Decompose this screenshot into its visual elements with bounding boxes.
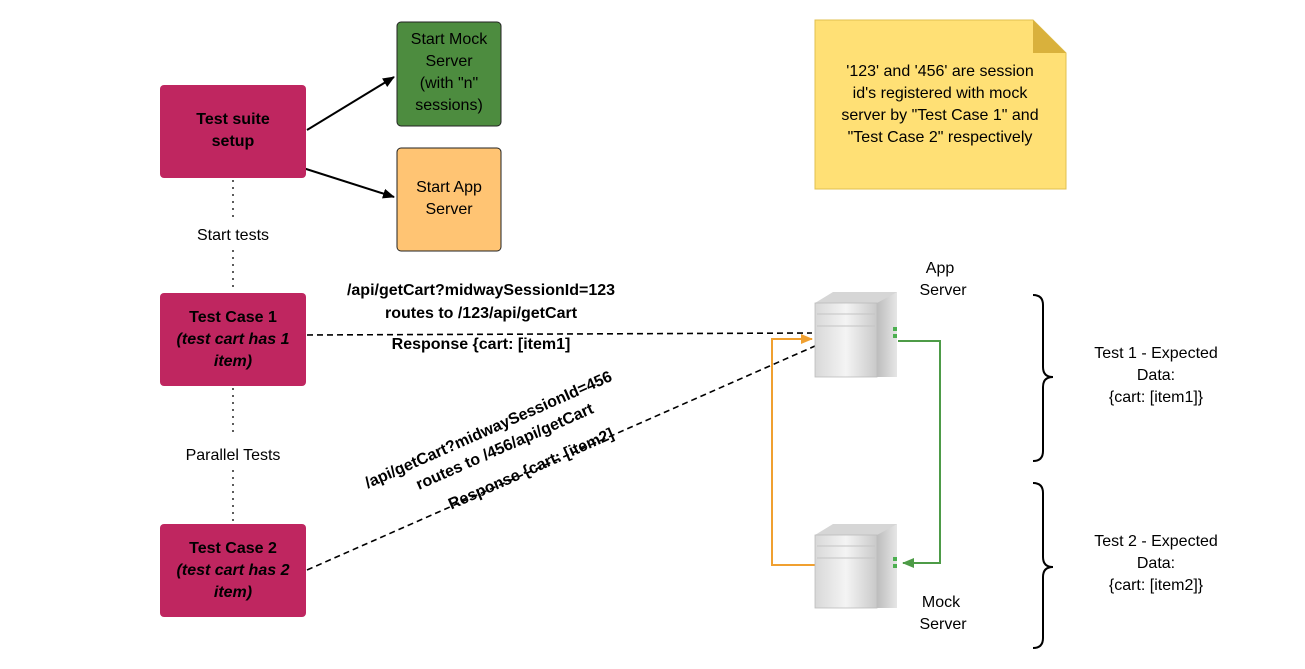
test-case-2-sub1: (test cart has 2 — [177, 562, 290, 579]
expected-test1-line2: Data: — [1137, 367, 1175, 384]
test-case-1-box — [160, 293, 306, 386]
note-line3: server by "Test Case 1" and — [841, 107, 1038, 124]
test-case-1-sub1: (test cart has 1 — [177, 331, 290, 348]
test2-request-line1: /api/getCart?midwaySessionId=456 — [363, 368, 615, 492]
test1-request-line2: routes to /123/api/getCart — [385, 305, 578, 322]
mock-server-label-line2: Server — [919, 616, 967, 633]
brace-test1 — [1032, 294, 1054, 462]
sticky-note — [814, 19, 1067, 190]
arrow-to-app-server — [302, 167, 395, 199]
sticky-note-fold — [1033, 20, 1066, 53]
app-server-label-line1: App — [926, 260, 955, 277]
expected-test2-line1: Test 2 - Expected — [1094, 533, 1218, 550]
test-suite-setup-line2: setup — [212, 133, 255, 150]
test-case-2-box — [160, 524, 306, 617]
start-mock-line2: Server — [425, 53, 473, 70]
start-app-line2: Server — [425, 201, 473, 218]
app-server-label-line2: Server — [919, 282, 967, 299]
mock-to-app-arrow — [771, 334, 818, 566]
test1-request-line1: /api/getCart?midwaySessionId=123 — [347, 282, 615, 299]
app-to-mock-arrow — [898, 340, 941, 568]
note-line2: id's registered with mock — [853, 85, 1029, 102]
expected-test2-line2: Data: — [1137, 555, 1175, 572]
expected-test1-line1: Test 1 - Expected — [1094, 345, 1218, 362]
expected-test2-line3: {cart: [item2]} — [1109, 577, 1204, 594]
start-mock-line4: sessions) — [415, 97, 483, 114]
start-mock-line3: (with "n" — [420, 75, 478, 92]
request-line-test2 — [306, 345, 816, 571]
test-case-2-title: Test Case 2 — [189, 540, 277, 557]
brace-test2 — [1032, 482, 1054, 649]
test-case-1-sub2: item) — [214, 353, 252, 370]
test-suite-setup-box — [160, 85, 306, 178]
test-suite-setup-line1: Test suite — [196, 111, 270, 128]
expected-test1-line3: {cart: [item1]} — [1109, 389, 1204, 406]
note-line1: '123' and '456' are session — [846, 63, 1033, 80]
arrow-to-mock-server — [306, 76, 395, 131]
test-case-1-title: Test Case 1 — [189, 309, 277, 326]
test-case-2-sub2: item) — [214, 584, 252, 601]
test1-response: Response {cart: [item1] — [392, 336, 571, 353]
parallel-tests-label: Parallel Tests — [186, 447, 281, 464]
mock-server-icon — [814, 524, 897, 609]
start-app-line1: Start App — [416, 179, 482, 196]
start-tests-label: Start tests — [197, 227, 269, 244]
start-app-server-box — [396, 147, 502, 252]
request-line-test1 — [306, 332, 813, 336]
app-server-icon — [814, 292, 897, 378]
note-line4: "Test Case 2" respectively — [848, 129, 1033, 146]
start-mock-server-box — [396, 21, 502, 127]
start-mock-line1: Start Mock — [411, 31, 488, 48]
mock-server-label-line1: Mock — [922, 594, 961, 611]
